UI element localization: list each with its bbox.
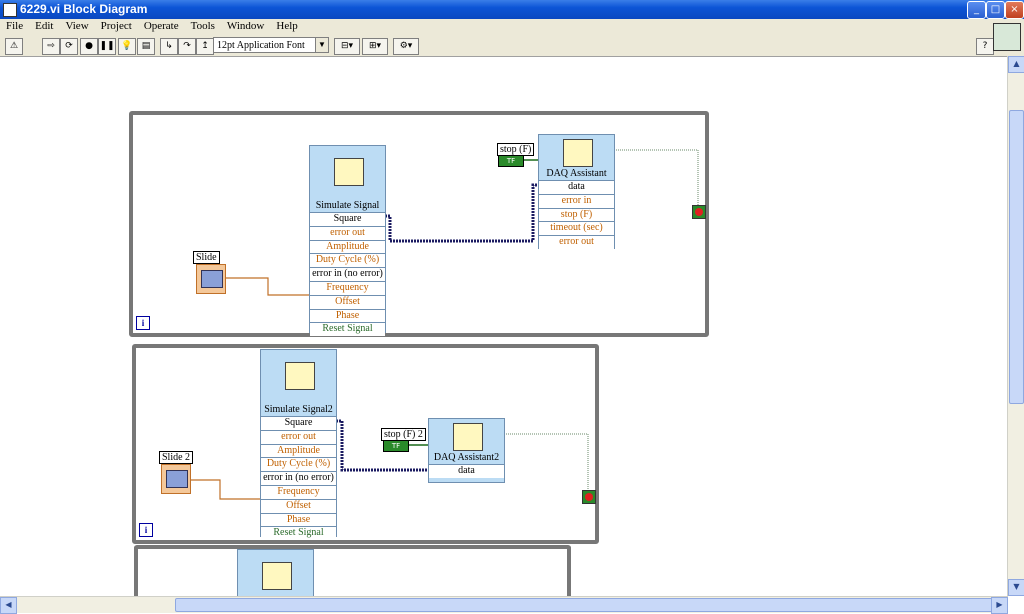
terminal-error-out[interactable]: error out [539, 235, 614, 249]
horizontal-scroll-thumb[interactable] [175, 598, 997, 612]
maximize-button[interactable]: □ [986, 1, 1005, 19]
menu-operate[interactable]: Operate [143, 20, 179, 32]
toolbar: ⚠ ⇨ ⟳ ● ❚❚ 💡 ▤ ↳ ↷ ↥ 12pt Application Fo… [0, 36, 1024, 57]
menu-edit[interactable]: Edit [35, 20, 54, 32]
terminal-offset[interactable]: Offset [310, 294, 385, 309]
daq-assistant-2-node[interactable]: DAQ Assistant2 data [428, 418, 505, 483]
terminal-duty-cycle[interactable]: Duty Cycle (%) [261, 457, 336, 471]
terminal-data[interactable]: data [539, 180, 614, 194]
terminal-square[interactable]: Square [261, 416, 336, 430]
simulate-signal-2-node[interactable]: Simulate Signal2 Square error out Amplit… [260, 349, 337, 541]
vertical-scrollbar[interactable]: ▲ ▼ [1007, 56, 1024, 596]
terminal-frequency[interactable]: Frequency [261, 484, 336, 499]
terminal-amplitude[interactable]: Amplitude [261, 443, 336, 458]
minimize-button[interactable]: _ [967, 1, 986, 19]
simulate-signal-icon [262, 562, 292, 590]
pause-icon[interactable]: ❚❚ [98, 38, 116, 55]
distribute-objects-icon[interactable]: ⊞▾ [362, 38, 388, 55]
terminal-frequency[interactable]: Frequency [310, 280, 385, 295]
labview-app-icon[interactable] [3, 3, 17, 17]
daq-assistant-2-title: DAQ Assistant2 [433, 452, 500, 463]
terminal-phase[interactable]: Phase [261, 512, 336, 527]
terminal-stop[interactable]: stop (F) [539, 207, 614, 222]
title-bar: 6229.vi Block Diagram _ □ × [0, 0, 1024, 19]
run-arrow-icon[interactable]: ⇨ [42, 38, 60, 55]
run-continuously-icon[interactable]: ⟳ [60, 38, 78, 55]
terminal-phase[interactable]: Phase [310, 308, 385, 323]
daq-assistant-node[interactable]: DAQ Assistant data error in stop (F) tim… [538, 134, 615, 249]
slide-2-control[interactable] [161, 464, 191, 494]
terminal-offset[interactable]: Offset [261, 498, 336, 513]
terminal-error-out[interactable]: error out [261, 429, 336, 444]
loop-condition-terminal-2[interactable] [582, 490, 596, 504]
scroll-left-icon[interactable]: ◀ [0, 597, 17, 614]
terminal-error-in[interactable]: error in (no error) [261, 471, 336, 485]
simulate-signal-icon [285, 362, 315, 390]
slide-2-label: Slide 2 [159, 451, 194, 464]
menu-project[interactable]: Project [100, 20, 132, 32]
font-select-value: 12pt Application Font [217, 40, 305, 51]
daq-assistant-icon [453, 423, 483, 451]
close-button[interactable]: × [1005, 1, 1024, 19]
terminal-reset-signal[interactable]: Reset Signal [310, 322, 385, 336]
warning-icon[interactable]: ⚠ [5, 38, 23, 55]
step-over-icon[interactable]: ↷ [178, 38, 196, 55]
terminal-error-in[interactable]: error in (no error) [310, 267, 385, 281]
slide-control[interactable] [196, 264, 226, 294]
terminal-amplitude[interactable]: Amplitude [310, 239, 385, 254]
simulate-signal-3-node[interactable] [237, 549, 314, 596]
step-out-icon[interactable]: ↥ [196, 38, 214, 55]
vi-connector-icon[interactable] [993, 23, 1021, 51]
slide-icon [166, 470, 188, 488]
scroll-down-icon[interactable]: ▼ [1008, 579, 1024, 596]
terminal-square[interactable]: Square [310, 212, 385, 226]
abort-icon[interactable]: ● [80, 38, 98, 55]
menu-view[interactable]: View [65, 20, 89, 32]
step-into-icon[interactable]: ↳ [160, 38, 178, 55]
retain-wire-values-icon[interactable]: ▤ [137, 38, 155, 55]
while-loop-1[interactable] [129, 111, 709, 337]
iteration-terminal-2[interactable]: i [139, 523, 153, 537]
slide-label: Slide [193, 251, 220, 264]
vertical-scroll-thumb[interactable] [1009, 110, 1024, 404]
terminal-error-in[interactable]: error in [539, 193, 614, 208]
terminal-error-out[interactable]: error out [310, 225, 385, 240]
iteration-terminal-1[interactable]: i [136, 316, 150, 330]
reorder-icon[interactable]: ⚙▾ [393, 38, 419, 55]
chevron-down-icon[interactable]: ▼ [315, 38, 328, 52]
font-select[interactable]: 12pt Application Font ▼ [213, 37, 329, 53]
simulate-signal-title: Simulate Signal [315, 200, 380, 211]
align-objects-icon[interactable]: ⊟▾ [334, 38, 360, 55]
window-title: 6229.vi Block Diagram [20, 2, 148, 16]
terminal-reset-signal[interactable]: Reset Signal [261, 526, 336, 540]
menu-window[interactable]: Window [226, 20, 265, 32]
menu-bar: File Edit View Project Operate Tools Window Hel… [0, 19, 1024, 36]
horizontal-scrollbar[interactable]: ◀ ▶ [0, 596, 1008, 614]
terminal-data[interactable]: data [429, 464, 504, 478]
daq-assistant-title: DAQ Assistant [546, 168, 607, 179]
terminal-duty-cycle[interactable]: Duty Cycle (%) [310, 253, 385, 267]
while-loop-2[interactable] [132, 344, 599, 544]
loop-condition-terminal-1[interactable] [692, 205, 706, 219]
simulate-signal-2-title: Simulate Signal2 [264, 404, 333, 415]
simulate-signal-icon [334, 158, 364, 186]
menu-tools[interactable]: Tools [190, 20, 215, 32]
terminal-timeout[interactable]: timeout (sec) [539, 221, 614, 235]
stop-2-constant[interactable]: TF [383, 440, 409, 452]
while-loop-3[interactable] [134, 545, 571, 605]
scroll-right-icon[interactable]: ▶ [991, 597, 1008, 614]
highlight-execution-icon[interactable]: 💡 [118, 38, 136, 55]
simulate-signal-node[interactable]: Simulate Signal Square error out Amplitu… [309, 145, 386, 337]
stop-constant[interactable]: TF [498, 155, 524, 167]
scroll-up-icon[interactable]: ▲ [1008, 56, 1024, 73]
slide-icon [201, 270, 223, 288]
help-button[interactable]: ? [976, 38, 994, 55]
menu-file[interactable]: File [6, 20, 24, 32]
menu-help[interactable]: Help [276, 20, 298, 32]
daq-assistant-icon [563, 139, 593, 167]
